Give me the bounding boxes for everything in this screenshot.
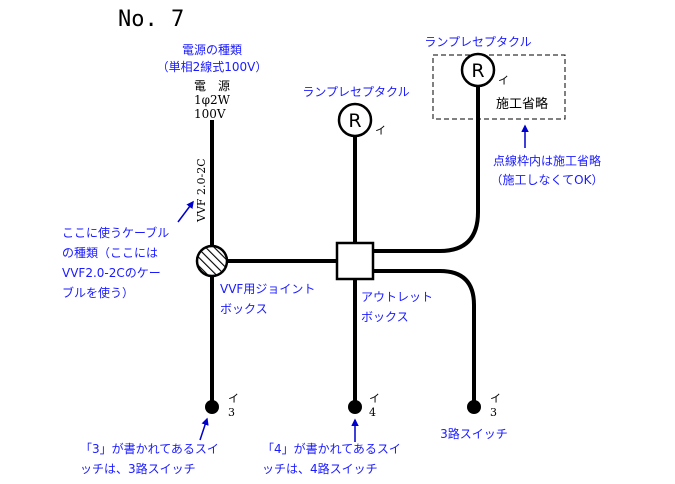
cable-note-line1: ここに使うケーブル bbox=[62, 225, 169, 240]
source-voltage: 100V bbox=[194, 107, 226, 121]
outlet-box-label-line1: アウトレット bbox=[361, 290, 433, 304]
switch-left-icon bbox=[205, 400, 219, 414]
omitted-note-line1: 点線枠内は施工省略 bbox=[493, 153, 601, 168]
wire-outlet-to-switch-right bbox=[373, 269, 476, 404]
lamp-receptacle-mid bbox=[337, 102, 373, 138]
switch-right-note: 3路スイッチ bbox=[440, 426, 508, 441]
joint-box-label-line1: VVF用ジョイント bbox=[220, 282, 315, 296]
source-label: 電 源 bbox=[194, 79, 230, 93]
receptacle-label-right: ランプレセプタクル bbox=[424, 35, 531, 49]
receptacle-symbol-right: R bbox=[471, 60, 484, 82]
receptacle-mark-right: イ bbox=[498, 74, 509, 87]
wire-outlet-to-receptacle-right bbox=[373, 86, 480, 253]
switch-left-number: 3 bbox=[228, 406, 235, 419]
source-phase: 1φ2W bbox=[194, 93, 231, 107]
outlet-box bbox=[335, 241, 375, 281]
switch-left-mark: イ bbox=[228, 392, 239, 405]
switch-right-number: 3 bbox=[490, 406, 497, 419]
page-title: No. 7 bbox=[118, 7, 184, 32]
switch-right-mark: イ bbox=[490, 392, 501, 405]
omitted-text: 施工省略 bbox=[496, 96, 548, 112]
joint-box bbox=[195, 244, 229, 278]
omitted-area-frame bbox=[432, 54, 566, 120]
cable-note-line3: VVF2.0-2Cのケー bbox=[62, 266, 161, 280]
power-type-detail: （単相2線式100V） bbox=[157, 59, 268, 74]
switch-mid-icon bbox=[348, 400, 362, 414]
receptacle-symbol-mid: R bbox=[348, 110, 361, 132]
omitted-note-line2: （施工しなくてOK） bbox=[491, 173, 604, 187]
arrow-cable-note bbox=[177, 200, 194, 223]
switch-right-icon bbox=[467, 400, 481, 414]
switch-left-note-line2: ッチは、3路スイッチ bbox=[80, 461, 196, 476]
switch-mid-note-line2: ッチは、4路スイッチ bbox=[262, 461, 378, 476]
switch-mid-note-line1: 「4」が書かれてあるスイ bbox=[262, 441, 401, 456]
cable-note-line2: の種類（ここには bbox=[62, 246, 158, 260]
joint-box-label-line2: ボックス bbox=[220, 302, 268, 316]
receptacle-label-mid: ランプレセプタクル bbox=[302, 85, 409, 99]
cable-type-label: VVF 2.0-2C bbox=[195, 158, 208, 223]
receptacle-mark-mid: イ bbox=[375, 124, 386, 137]
arrow-switch-left-note bbox=[199, 417, 209, 441]
switch-mid-number: 4 bbox=[369, 406, 376, 419]
cable-note-line4: ブルを使う） bbox=[62, 285, 134, 300]
switch-left-note-line1: 「3」が書かれてあるスイ bbox=[80, 441, 219, 456]
lamp-receptacle-right bbox=[460, 52, 496, 88]
switch-mid-mark: イ bbox=[369, 392, 380, 405]
outlet-box-label-line2: ボックス bbox=[361, 310, 409, 324]
power-type-label: 電源の種類 bbox=[182, 43, 242, 57]
